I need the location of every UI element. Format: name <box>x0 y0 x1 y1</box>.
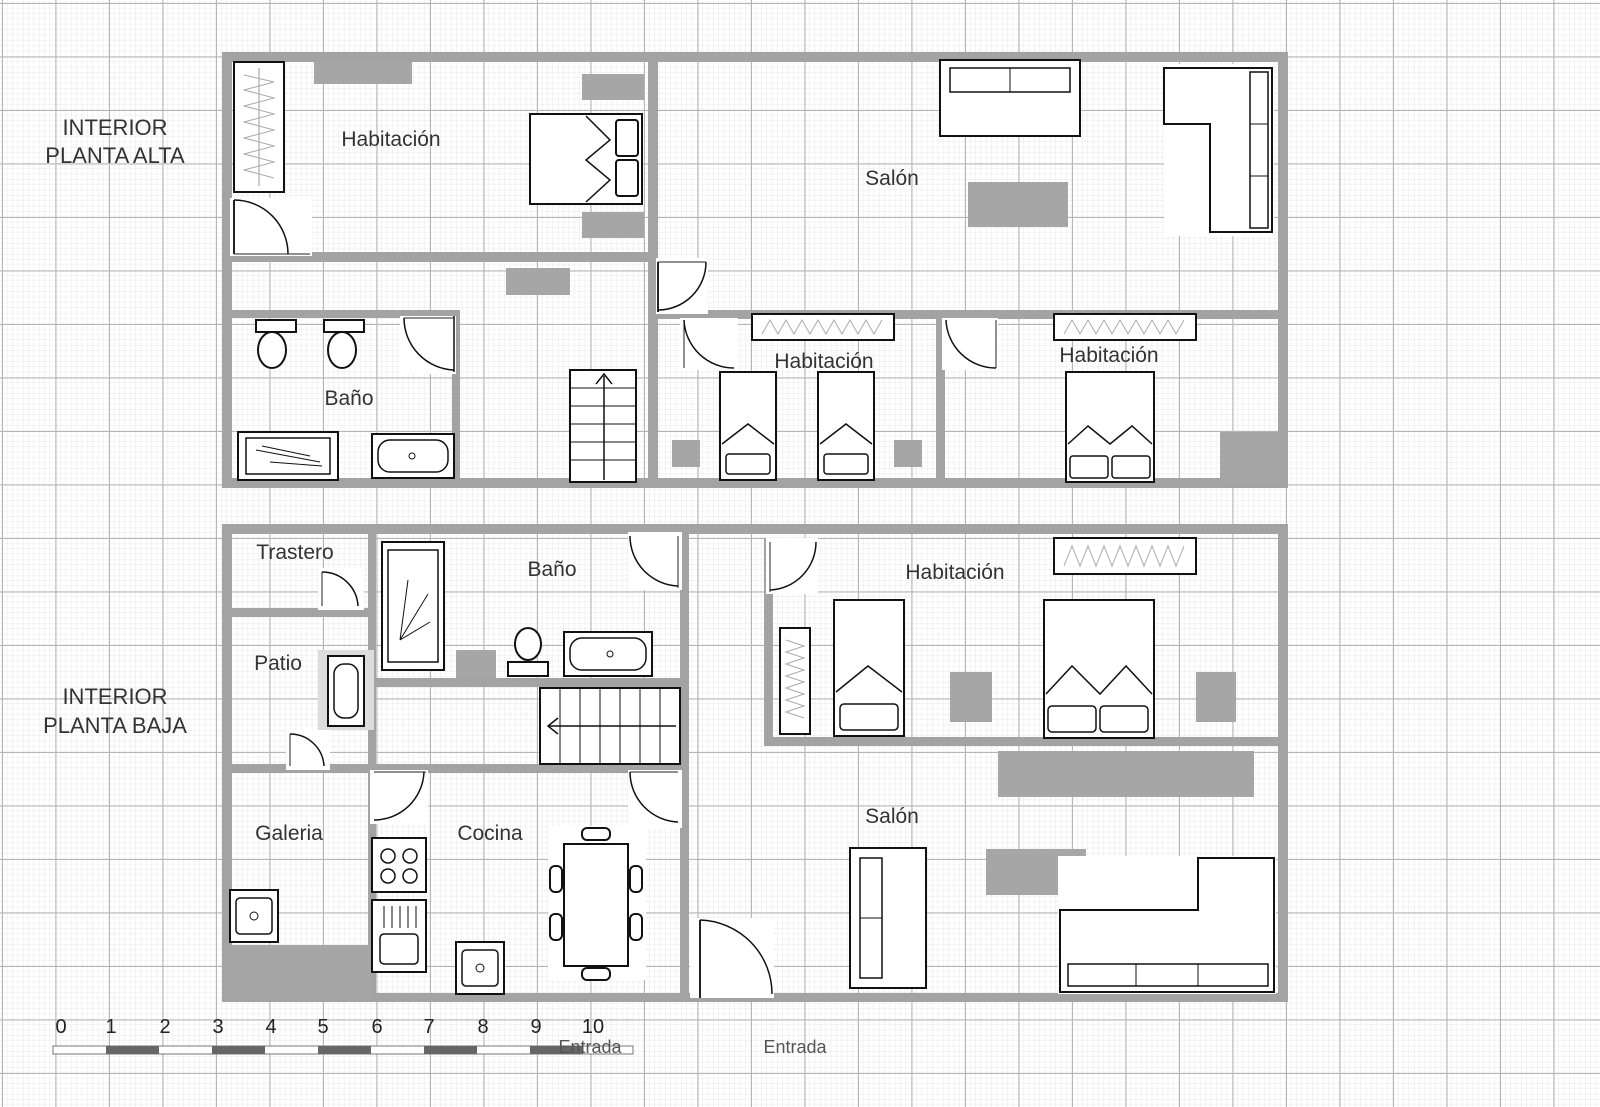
upper-title-2: PLANTA ALTA <box>45 143 185 168</box>
door-icon <box>400 316 456 374</box>
scale-tick: 3 <box>212 1016 223 1038</box>
wardrobe-icon <box>1053 313 1197 341</box>
entrance-label: Entrada <box>558 1037 622 1057</box>
room-label-living: Salón <box>865 805 919 828</box>
sink-icon <box>455 941 505 995</box>
double-bed-icon <box>1043 599 1155 739</box>
door-icon <box>370 770 428 824</box>
wardrobe-icon <box>1053 537 1197 575</box>
toilet-icon <box>507 627 549 677</box>
upper-walls <box>222 52 1288 488</box>
door-icon <box>942 318 998 370</box>
single-bed-icon <box>719 371 777 481</box>
door-icon <box>766 538 818 594</box>
lower-floor: Trastero Baño Habitación Patio Galeria C… <box>222 524 1288 1002</box>
scale-tick: 8 <box>477 1016 488 1038</box>
bathtub-icon <box>563 631 653 677</box>
room-label-bedroom: Habitación <box>905 561 1004 584</box>
scale-tick: 1 <box>105 1016 116 1038</box>
wardrobe-icon <box>233 61 285 193</box>
scale-tick: 9 <box>530 1016 541 1038</box>
entrance-door-icon[interactable] <box>690 918 774 998</box>
wardrobe-icon <box>779 627 811 735</box>
scale-bar: 0 1 2 3 4 5 6 7 8 9 10 <box>52 1016 634 1055</box>
scale-tick: 4 <box>265 1016 276 1038</box>
shower-icon <box>237 431 339 481</box>
sink-icon <box>318 650 374 730</box>
double-bed-icon <box>1065 371 1155 483</box>
door-icon <box>628 770 682 828</box>
room-label-gallery: Galeria <box>255 822 323 845</box>
bathtub-icon <box>371 433 455 479</box>
toilet-icon <box>255 319 297 369</box>
stove-icon <box>371 837 427 893</box>
scale-tick: 0 <box>55 1016 66 1038</box>
room-label-bedroom: Habitación <box>341 128 440 151</box>
scale-tick: 6 <box>371 1016 382 1038</box>
kitchen-sink-icon <box>371 899 427 973</box>
corner-sofa-icon <box>1163 64 1274 236</box>
sofa-icon <box>849 847 927 989</box>
door-icon <box>286 730 330 770</box>
scale-tick: 5 <box>317 1016 328 1038</box>
sofa-icon <box>939 59 1081 137</box>
room-label-patio: Patio <box>254 652 302 675</box>
lower-title-1: INTERIOR <box>62 684 167 709</box>
room-label-bathroom: Baño <box>527 558 576 581</box>
wardrobe-icon <box>751 313 895 341</box>
upper-floor: Habitación Salón Baño Habitación Habitac… <box>222 52 1288 488</box>
single-bed-icon <box>817 371 875 481</box>
room-label-living: Salón <box>865 167 919 190</box>
room-label-bathroom: Baño <box>324 387 373 410</box>
single-bed-icon <box>833 599 905 737</box>
sink-icon <box>229 889 279 943</box>
room-label-kitchen: Cocina <box>457 822 523 845</box>
lower-title-2: PLANTA BAJA <box>43 713 187 738</box>
scale-tick: 10 <box>582 1016 604 1038</box>
scale-tick: 7 <box>423 1016 434 1038</box>
door-icon <box>656 258 708 314</box>
corner-sofa-icon <box>1058 856 1276 994</box>
room-label-storage: Trastero <box>256 541 333 564</box>
door-icon <box>318 568 364 610</box>
room-label-bedroom: Habitación <box>774 350 873 373</box>
door-icon <box>628 532 682 590</box>
door-icon <box>230 198 312 256</box>
toilet-icon <box>323 319 365 369</box>
double-bed-icon <box>529 113 643 205</box>
scale-tick: 2 <box>159 1016 170 1038</box>
door-icon <box>680 318 738 370</box>
room-label-bedroom: Habitación <box>1059 344 1158 367</box>
stairs-up-icon <box>569 369 637 483</box>
upper-title-1: INTERIOR <box>62 115 167 140</box>
dining-table-icon <box>548 826 646 981</box>
stairs-down-icon <box>539 687 681 765</box>
entrance-label: Entrada <box>763 1037 827 1057</box>
shower-icon <box>381 541 445 671</box>
